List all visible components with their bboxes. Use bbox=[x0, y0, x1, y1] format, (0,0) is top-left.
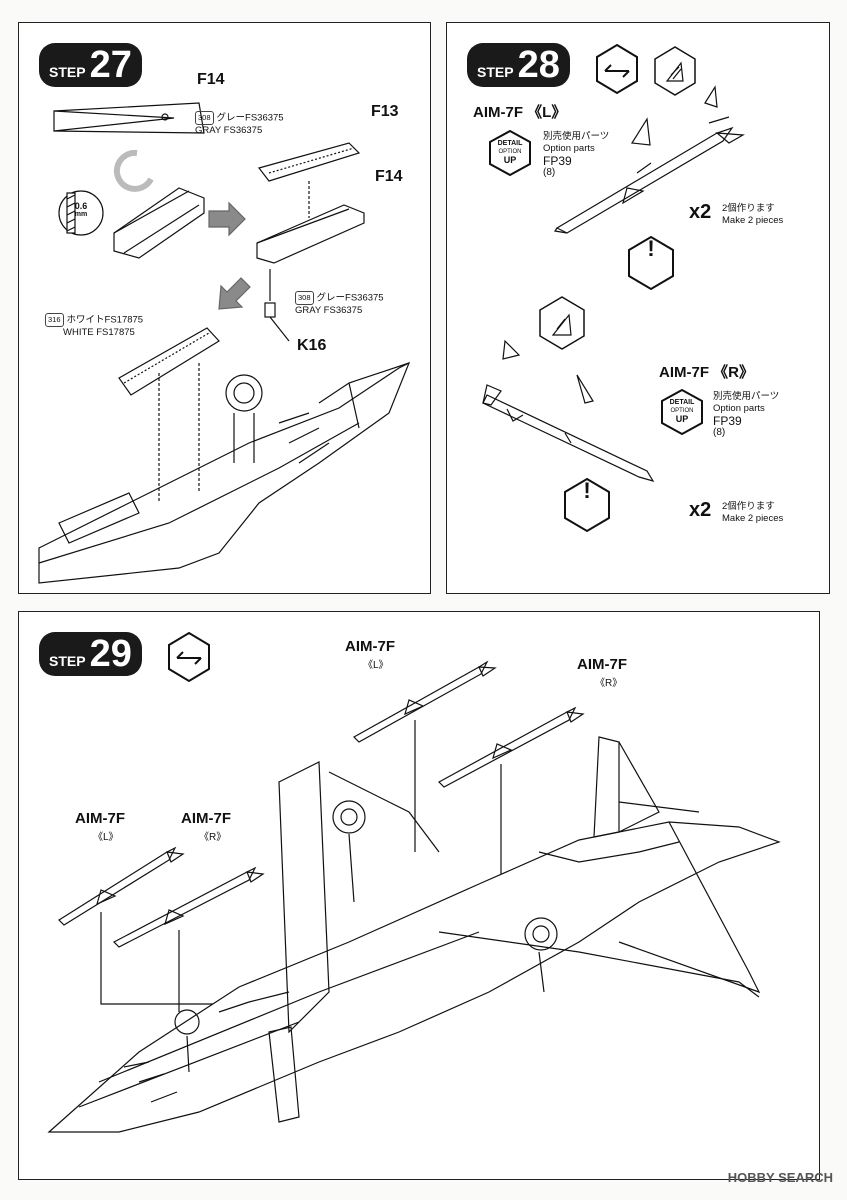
hobby-search-watermark: HOBBY SEARCH bbox=[727, 1170, 833, 1185]
paint-b-en: GRAY FS36375 bbox=[295, 305, 363, 316]
drill-size: 0.6 mm bbox=[74, 201, 88, 218]
step-29-panel: STEP 29 bbox=[18, 611, 820, 1180]
aim7f-right-title: AIM-7F 《R》 bbox=[659, 364, 754, 381]
detail-up-badge-right: DETAIL OPTION UP bbox=[659, 388, 705, 436]
part-k16: K16 bbox=[297, 337, 327, 354]
label-aim7f-3: AIM-7F bbox=[75, 810, 125, 827]
step-27-badge: STEP 27 bbox=[39, 43, 142, 87]
paint-c-jp: ホワイトFS17875 bbox=[66, 314, 144, 326]
paint-a-jp: グレーFS36375 bbox=[216, 112, 284, 124]
step-28-badge: STEP 28 bbox=[467, 43, 570, 87]
label-aim7f-2: AIM-7F bbox=[577, 656, 627, 673]
label-aim7f-4-side: 《R》 bbox=[199, 832, 227, 843]
paint-chip-c: 316 bbox=[45, 313, 64, 327]
step-28-drawing bbox=[482, 43, 745, 533]
times-left: x2 bbox=[689, 201, 712, 223]
label-aim7f-1-side: 《L》 bbox=[363, 660, 389, 671]
make-note-right: 2個作ります Make 2 pieces bbox=[722, 501, 784, 524]
step-29-drawing bbox=[47, 631, 781, 1133]
label-aim7f-1: AIM-7F bbox=[345, 638, 395, 655]
step-29-badge: STEP 29 bbox=[39, 632, 142, 676]
warning-icon-right: ! bbox=[583, 478, 591, 503]
flip-icon bbox=[596, 43, 638, 95]
part-f14-top: F14 bbox=[197, 71, 225, 88]
option-parts-left: 別売使用パーツ Option parts FP39 (8) bbox=[543, 131, 610, 178]
make-note-left: 2個作ります Make 2 pieces bbox=[722, 203, 784, 226]
paint-b-jp: グレーFS36375 bbox=[316, 292, 384, 304]
warning-icon-left: ! bbox=[647, 236, 655, 261]
step-27-panel: STEP 27 bbox=[18, 22, 431, 594]
step-27-drawing bbox=[38, 102, 411, 584]
label-aim7f-4: AIM-7F bbox=[181, 810, 231, 827]
option-parts-right: 別売使用パーツ Option parts FP39 (8) bbox=[713, 391, 780, 438]
paint-c-en: WHITE FS17875 bbox=[63, 327, 135, 338]
part-f13: F13 bbox=[371, 103, 399, 120]
part-f14-mid: F14 bbox=[375, 168, 403, 185]
detail-up-badge-left: DETAIL OPTION UP bbox=[487, 129, 533, 177]
times-right: x2 bbox=[689, 499, 712, 521]
step-28-panel: STEP 28 bbox=[446, 22, 830, 594]
label-aim7f-2-side: 《R》 bbox=[595, 678, 623, 689]
paint-chip-b: 308 bbox=[295, 291, 314, 305]
aim7f-left-title: AIM-7F 《L》 bbox=[473, 104, 567, 121]
paint-a-en: GRAY FS36375 bbox=[195, 125, 263, 136]
label-aim7f-3-side: 《L》 bbox=[93, 832, 119, 843]
paint-chip-a: 308 bbox=[195, 111, 214, 125]
